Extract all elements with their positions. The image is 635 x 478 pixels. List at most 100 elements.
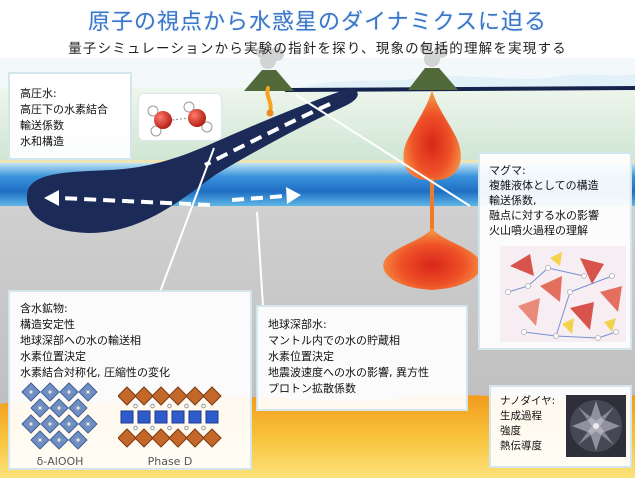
deep-earth-water-item: 地震波速度への水の影響, 異方性 — [268, 366, 429, 379]
atom — [525, 283, 531, 289]
hydrogen-atom — [147, 105, 159, 117]
alooh-label: δ-AlOOH — [36, 455, 84, 468]
deep-earth-water-box: 地球深部水: マントル内での水の貯蔵相 水素位置決定 地震波速度への水の影響, … — [256, 305, 468, 411]
phase-d-octahedron — [168, 428, 188, 448]
magma-box: マグマ: 複雑液体としての構造 輸送係数, 融点に対する水の影響 火山噴火過程の… — [478, 152, 632, 350]
phase-d-silicon-site — [137, 410, 151, 424]
atom — [66, 421, 72, 427]
bond — [527, 267, 549, 287]
atom — [553, 333, 559, 339]
hydrogen-atom — [201, 403, 206, 409]
nanodiamond-image-icon — [566, 395, 626, 457]
phase-d-octahedron — [202, 428, 222, 448]
bond — [507, 285, 529, 293]
hydrogen-atom — [150, 403, 155, 409]
nanodiamond-item: 強度 — [500, 425, 521, 437]
atom — [85, 389, 91, 395]
hydrous-minerals-item: 構造安定性 — [20, 318, 75, 331]
bond — [523, 331, 557, 337]
magma-item: 融点に対する水の影響 — [489, 209, 599, 222]
bond — [597, 331, 617, 339]
smoke-puff — [420, 43, 432, 55]
atom — [37, 405, 43, 411]
phase-d-silicon-site — [188, 410, 202, 424]
alooh-lattice — [21, 382, 98, 450]
tetrahedron — [540, 276, 562, 302]
bond — [555, 291, 571, 337]
high-pressure-water-box: 高圧水: 高圧下の水素結合 輸送係数 水和構造 — [8, 72, 132, 160]
hydrous-minerals-box: 含水鉱物: 構造安定性 地球深部への水の輸送相 水素位置決定 水素結合対称化, … — [8, 290, 252, 470]
phase-d-silicon-site — [171, 410, 185, 424]
phase-d-octahedron — [185, 386, 205, 406]
high-pressure-water-item: 輸送係数 — [20, 119, 64, 132]
hydrogen-atom — [183, 101, 195, 113]
water-flow-arrow — [59, 196, 211, 207]
tetrahedron — [600, 286, 622, 312]
alooh-structure-icon — [21, 382, 98, 450]
atom — [75, 437, 81, 443]
oxygen-atom — [154, 111, 172, 129]
nanodiamond-box: ナノダイヤ: 生成過程 強度 熱伝導度 — [489, 385, 632, 468]
atom — [85, 421, 91, 427]
volcano — [408, 68, 458, 90]
atom — [581, 273, 587, 279]
phase-d-silicon-site — [120, 410, 134, 424]
page-subtitle: 量子シミュレーションから実験の指針を探り、現象の包括的理解を実現する — [68, 41, 567, 57]
hydrogen-atom — [150, 125, 162, 137]
magma-chamber — [403, 90, 461, 180]
phase-d-octahedron — [134, 386, 154, 406]
hydrous-minerals-item: 水素位置決定 — [20, 350, 86, 363]
atom — [521, 329, 527, 335]
phase-d-label: Phase D — [147, 455, 193, 468]
water-flow-arrow — [231, 194, 287, 202]
phase-d-silicon-site — [154, 410, 168, 424]
yellow-polyhedron — [604, 318, 616, 332]
high-pressure-water-item: 水和構造 — [20, 135, 64, 148]
phase-d-octahedron — [118, 428, 137, 448]
phase-d-octahedron — [168, 386, 188, 406]
hydrogen-atom — [167, 403, 172, 409]
phase-d-octahedron — [134, 428, 154, 448]
high-pressure-water-heading: 高圧水: — [20, 87, 57, 100]
nanodiamond-heading: ナノダイヤ: — [500, 395, 556, 407]
tetrahedron — [570, 302, 594, 330]
hydrogen-atom — [133, 403, 138, 409]
hydrous-minerals-heading: 含水鉱物: — [20, 302, 68, 315]
hydrogen-atom — [184, 425, 189, 431]
bond — [569, 275, 613, 293]
connector-line — [256, 211, 264, 307]
smoke-plume — [256, 46, 284, 69]
deep-earth-water-item: 水素位置決定 — [268, 350, 334, 363]
atom — [28, 389, 34, 395]
phase-d-octahedron — [151, 428, 171, 448]
magma-item: 複雑液体としての構造 — [489, 179, 599, 192]
volcano — [244, 70, 294, 91]
atom — [567, 289, 573, 295]
hydrogen-atom — [201, 425, 206, 431]
magma-heading: マグマ: — [489, 164, 526, 177]
hydrous-minerals-item: 地球深部への水の輸送相 — [20, 334, 141, 347]
water-flow-arrow — [204, 102, 331, 167]
atom — [56, 437, 62, 443]
hydrogen-bond — [171, 117, 190, 121]
tetrahedron — [518, 298, 540, 326]
smoke-puff — [270, 47, 284, 61]
page-title: 原子の視点から水惑星のダイナミクスに迫る — [88, 10, 547, 35]
sea-surface-waves — [300, 74, 635, 88]
hydrous-minerals-item: 水素結合対称化, 圧縮性の変化 — [20, 366, 170, 379]
phase-d-octahedron — [202, 386, 222, 406]
atom — [595, 335, 601, 341]
hydrogen-atom — [133, 425, 138, 431]
atom — [609, 273, 615, 279]
arrowhead-right — [286, 187, 301, 204]
tetrahedron — [580, 258, 604, 284]
connector-line — [295, 94, 471, 207]
phase-d-octahedron — [185, 428, 205, 448]
smoke-plume — [420, 43, 448, 67]
hydrogen-atom — [201, 121, 213, 133]
hydrogen-atom — [150, 425, 155, 431]
yellow-polyhedron — [562, 318, 574, 334]
atom — [47, 421, 53, 427]
subducting-slab — [26, 88, 358, 233]
